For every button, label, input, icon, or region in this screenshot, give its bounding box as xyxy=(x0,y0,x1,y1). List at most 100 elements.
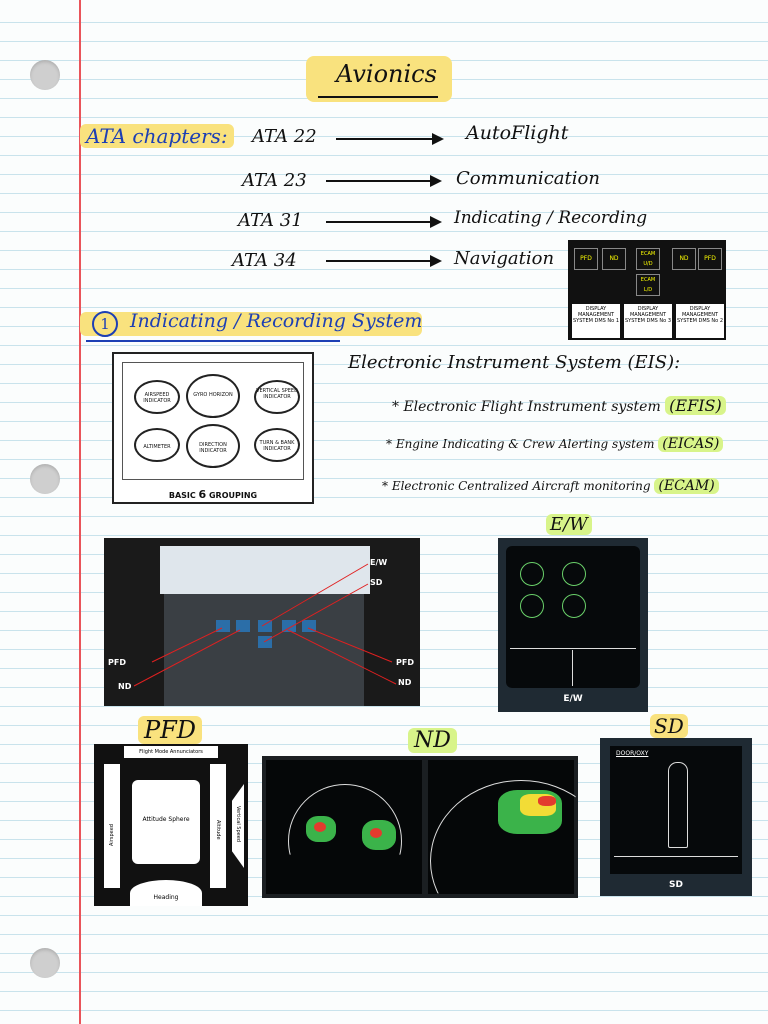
weather-cell xyxy=(538,796,556,806)
dms-button: ND xyxy=(602,248,626,270)
eis-item: * Electronic Flight Instrument system (E… xyxy=(392,396,726,415)
windshield xyxy=(160,546,370,594)
pfd-handwritten-label: PFD xyxy=(138,716,203,744)
gauge xyxy=(520,562,544,586)
binder-hole xyxy=(30,464,60,494)
ata-name: Indicating / Recording xyxy=(454,208,648,228)
cockpit-photo: E/W SD PFD ND PFD ND xyxy=(104,538,420,706)
pfd-altitude-tape: Altitude xyxy=(210,764,226,888)
pfd-airspeed-tape: Airspeed xyxy=(104,764,120,888)
divider xyxy=(614,856,738,857)
caption-part: GROUPING xyxy=(206,491,258,500)
weather-cell xyxy=(314,822,326,832)
eis-item-abbr: (ECAM) xyxy=(654,478,719,494)
sd-screen: DOOR/OXY xyxy=(610,746,742,874)
dms-button: ECAM L/D xyxy=(636,274,660,296)
nd-screen-right xyxy=(428,760,576,894)
ew-screen xyxy=(506,546,640,688)
section-number: 1 xyxy=(92,310,118,337)
cockpit-label-pfd-left: PFD xyxy=(108,658,126,667)
instrument-gauge: VERTICAL SPEED INDICATOR xyxy=(254,380,300,414)
pfd-annunciators: Flight Mode Annunciators xyxy=(124,746,218,758)
arrow xyxy=(336,133,444,145)
pfd-heading: Heading xyxy=(130,880,202,906)
gauge xyxy=(562,594,586,618)
display-screen xyxy=(236,620,250,632)
binder-hole xyxy=(30,948,60,978)
instrument-gauge: GYRO HORIZON xyxy=(186,374,240,418)
eis-heading: Electronic Instrument System (EIS): xyxy=(348,352,681,373)
arrow xyxy=(326,216,442,228)
eis-item-abbr: (EFIS) xyxy=(665,396,726,415)
eis-item: * Engine Indicating & Crew Alerting syst… xyxy=(386,436,724,452)
pfd-vs-label: Vertical Speed xyxy=(235,806,241,842)
title-underline xyxy=(318,96,438,98)
instrument-gauge: ALTIMETER xyxy=(134,428,180,462)
eis-item-text: * Engine Indicating & Crew Alerting syst… xyxy=(386,437,655,451)
dms-button: PFD xyxy=(574,248,598,270)
margin-line xyxy=(79,0,81,1024)
display-screen xyxy=(302,620,316,632)
ew-photo: E/W xyxy=(498,538,648,712)
eis-item: * Electronic Centralized Aircraft monito… xyxy=(382,478,719,494)
nd-screen-left xyxy=(266,760,422,894)
ata-name: Communication xyxy=(456,168,600,189)
page-title: Avionics xyxy=(336,60,437,88)
ata-code: ATA 22 xyxy=(252,126,317,147)
ew-handwritten-label: E/W xyxy=(546,514,592,535)
cockpit-label-pfd-right: PFD xyxy=(396,658,414,667)
divider xyxy=(572,650,573,686)
basic6-panel xyxy=(122,362,304,480)
instrument-gauge: DIRECTION INDICATOR xyxy=(186,424,240,468)
gauge xyxy=(520,594,544,618)
ata-code: ATA 31 xyxy=(238,210,303,231)
sd-photo: DOOR/OXY SD xyxy=(600,738,752,896)
dms-button: PFD xyxy=(698,248,722,270)
callout-lines xyxy=(133,563,397,687)
cockpit-label-ew: E/W xyxy=(370,558,388,567)
section-title: Indicating / Recording System xyxy=(130,310,423,332)
dms-panel: PFD ND ECAM U/D ECAM L/D ND PFD DISPLAY … xyxy=(568,240,726,340)
binder-hole xyxy=(30,60,60,90)
ata-code: ATA 23 xyxy=(242,170,307,191)
cockpit-label-sd: SD xyxy=(370,578,383,587)
ata-heading: ATA chapters: xyxy=(80,124,234,148)
ata-code: ATA 34 xyxy=(232,250,297,271)
sd-fuselage xyxy=(668,762,688,848)
nd-photo xyxy=(262,756,578,898)
display-screen xyxy=(282,620,296,632)
basic6-caption: BASIC 6 GROUPING xyxy=(112,488,314,501)
sd-handwritten-label: SD xyxy=(650,714,688,738)
sd-caption: SD xyxy=(669,880,683,890)
divider xyxy=(510,648,636,649)
section-number-circle: 1 xyxy=(92,311,118,337)
instrument-gauge: TURN & BANK INDICATOR xyxy=(254,428,300,462)
ata-name: AutoFlight xyxy=(466,122,569,144)
cockpit-label-nd-left: ND xyxy=(118,682,132,691)
dms-button: ECAM U/D xyxy=(636,248,660,270)
sd-header: DOOR/OXY xyxy=(616,750,649,757)
cockpit-label-nd-right: ND xyxy=(398,678,412,687)
eis-item-text: * Electronic Centralized Aircraft monito… xyxy=(382,479,651,493)
display-screen xyxy=(258,620,272,632)
nd-handwritten-label: ND xyxy=(408,728,457,753)
dms-unit: DISPLAY MANAGEMENT SYSTEM DMS No 2 xyxy=(676,304,724,338)
pfd-vertical-speed: Vertical Speed xyxy=(232,784,244,868)
pfd-altitude-label: Altitude xyxy=(215,820,221,840)
arrow xyxy=(326,255,442,267)
dms-unit: DISPLAY MANAGEMENT SYSTEM DMS No 3 xyxy=(624,304,672,338)
gauge xyxy=(562,562,586,586)
caption-part: BASIC xyxy=(168,491,199,500)
caption-number: 6 xyxy=(198,488,207,501)
glareshield xyxy=(164,594,364,706)
eis-item-text: * Electronic Flight Instrument system xyxy=(392,399,661,415)
arrow xyxy=(326,175,442,187)
eis-item-abbr: (EICAS) xyxy=(658,436,724,452)
instrument-gauge: AIRSPEED INDICATOR xyxy=(134,380,180,414)
weather-cell xyxy=(370,828,382,838)
ata-name: Navigation xyxy=(454,248,555,269)
pfd-attitude-sphere: Attitude Sphere xyxy=(132,780,200,864)
section-underline xyxy=(86,340,340,342)
dms-unit: DISPLAY MANAGEMENT SYSTEM DMS No 1 xyxy=(572,304,620,338)
section-highlight xyxy=(80,312,422,336)
